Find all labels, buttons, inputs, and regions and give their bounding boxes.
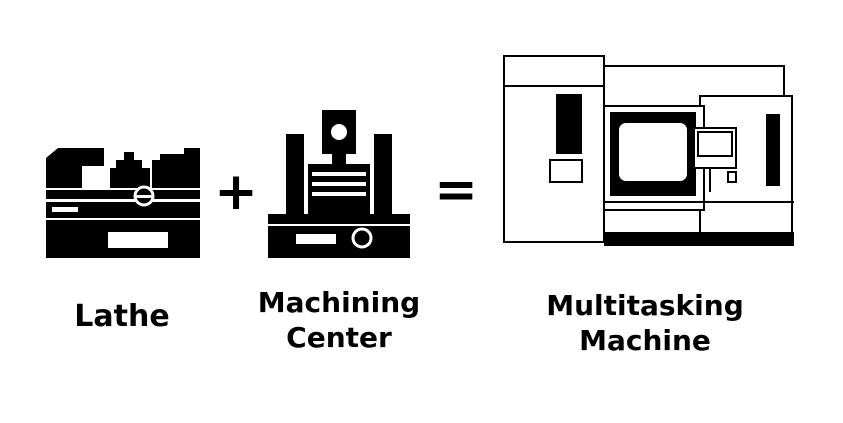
plus-operator: + [214,162,258,222]
machining-center-label-line2: Center [286,321,392,354]
multitasking-machine-icon [503,55,794,246]
multitasking-machine-label-line2: Machine [579,324,711,357]
machining-center-label-line1: Machining [257,286,421,319]
multitasking-machine-label: Multitasking Machine [512,288,778,358]
machining-center-icon [268,110,410,258]
lathe-label-text: Lathe [74,299,170,334]
equals-operator: = [434,160,478,220]
multitasking-machine-label-line1: Multitasking [546,289,744,322]
lathe-label: Lathe [50,298,194,336]
lathe-icon [46,148,200,258]
machining-center-label: Machining Center [232,285,446,355]
